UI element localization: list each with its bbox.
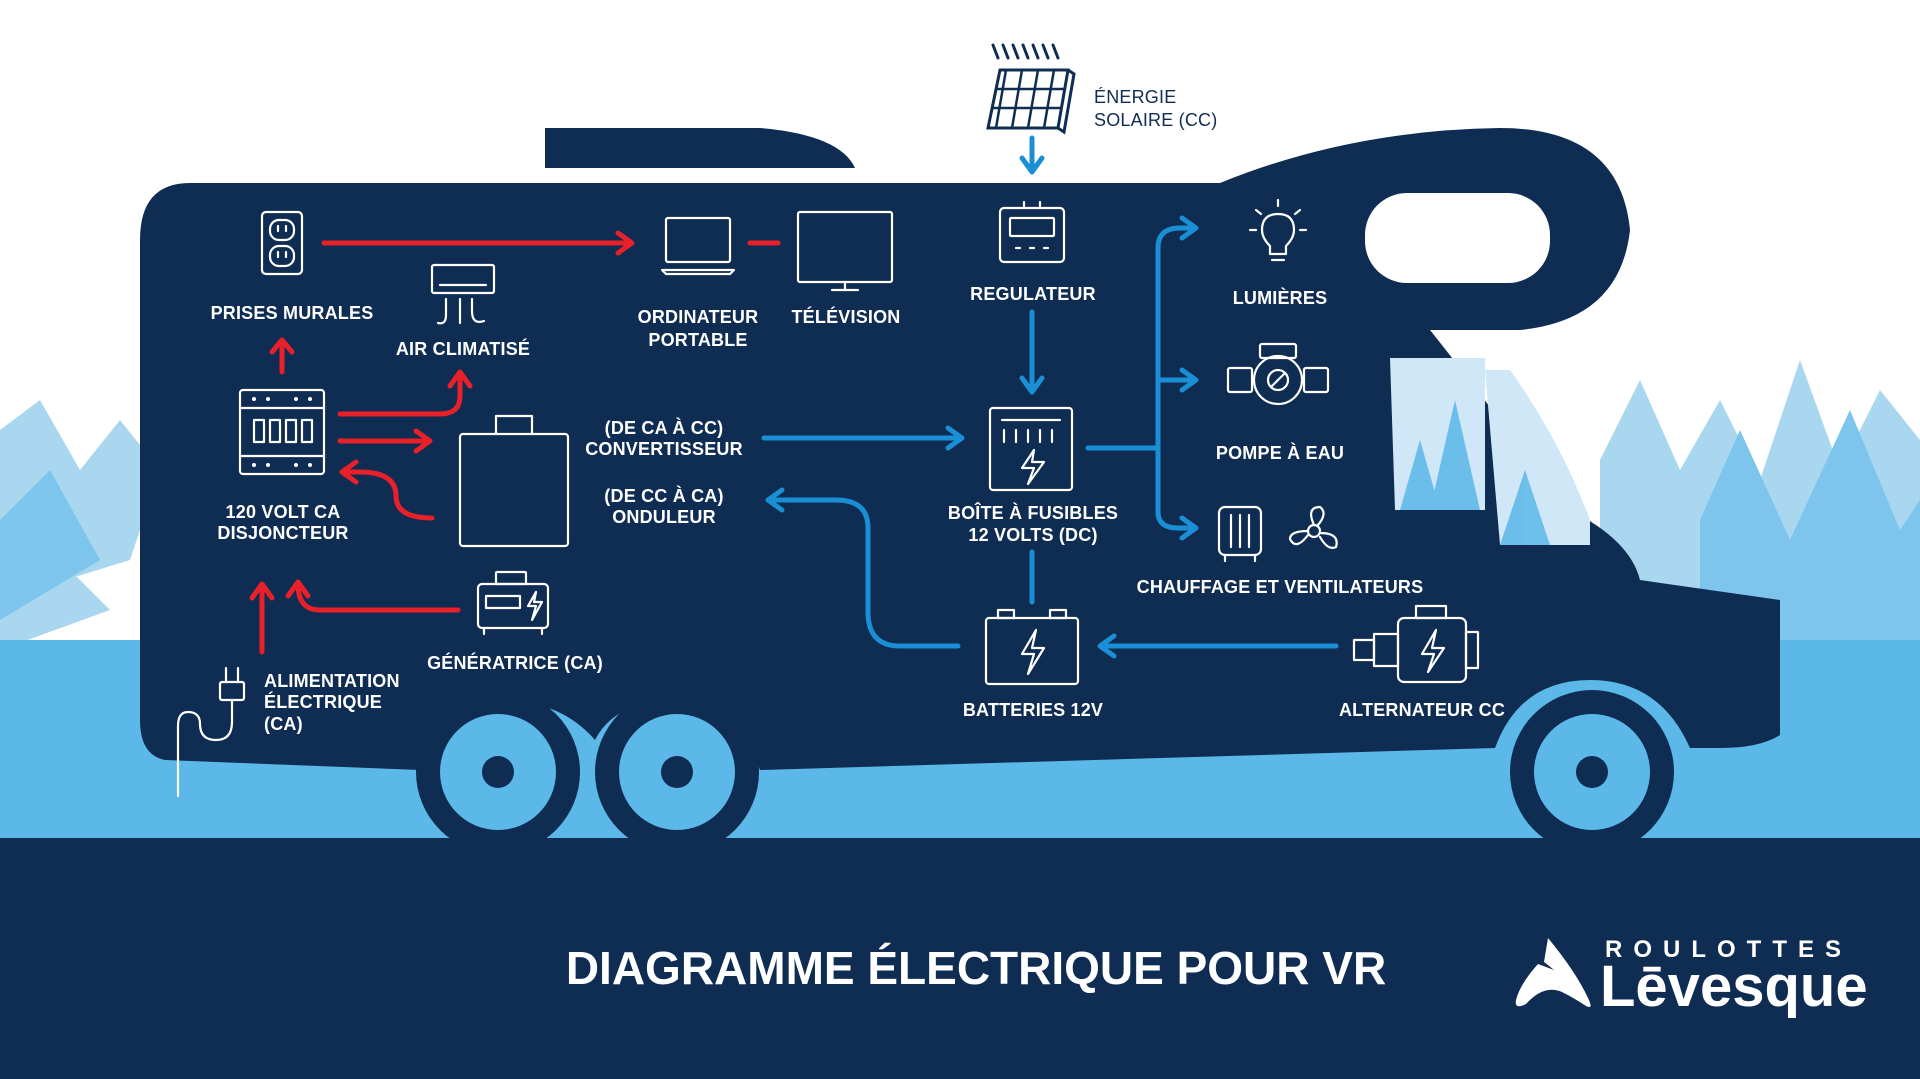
fuse-box-icon — [988, 406, 1074, 492]
laptop-label-2: PORTABLE — [648, 330, 747, 350]
shore-label-2: ÉLECTRIQUE — [264, 691, 382, 712]
brand-logo: ROULOTTES Lēvesque — [1515, 936, 1868, 1019]
footer-band — [0, 838, 1920, 1079]
inverter-label-1: (DE CC À CA) — [604, 485, 723, 506]
rv-front-window — [1485, 370, 1590, 545]
battery-icon — [984, 608, 1080, 686]
brand-top-text: ROULOTTES — [1605, 936, 1852, 963]
fusebox-label-1: BOÎTE À FUSIBLES — [948, 502, 1118, 523]
pump-label: POMPE À EAU — [1216, 442, 1344, 463]
inverter-label-2: ONDULEUR — [612, 507, 716, 527]
generator-icon — [476, 570, 550, 636]
alternator-label: ALTERNATEUR CC — [1339, 700, 1505, 720]
tv-label: TÉLÉVISION — [791, 306, 900, 327]
ac-label: AIR CLIMATISÉ — [396, 338, 530, 359]
regulator-label: REGULATEUR — [970, 284, 1096, 304]
generator-label: GÉNÉRATRICE (CA) — [427, 652, 603, 673]
television-icon — [796, 210, 894, 292]
page-title: DIAGRAMME ÉLECTRIQUE POUR VR — [566, 942, 1386, 994]
solar-label-2: SOLAIRE (CC) — [1094, 110, 1217, 130]
brand-name-text: Lēvesque — [1600, 954, 1868, 1019]
rv-roof-pod — [545, 128, 855, 168]
brand-logo-icon — [1515, 938, 1591, 1007]
breaker-icon — [238, 388, 326, 476]
converter-label-2: CONVERTISSEUR — [585, 439, 743, 459]
water-pump-icon — [1226, 342, 1330, 406]
outlets-label: PRISES MURALES — [211, 303, 374, 323]
rv-body — [140, 128, 1780, 770]
laptop-label-1: ORDINATEUR — [638, 307, 759, 327]
fan-icon — [1288, 505, 1338, 549]
rv-cab-window — [1365, 193, 1550, 283]
shore-label-3: (CA) — [264, 714, 303, 734]
heating-label: CHAUFFAGE ET VENTILATEURS — [1137, 577, 1424, 597]
rv-wheels — [416, 690, 1674, 854]
breaker-label-2: DISJONCTEUR — [217, 523, 348, 543]
converter-box-icon — [458, 414, 570, 548]
wall-outlet-icon — [260, 210, 304, 276]
alternator-icon — [1352, 604, 1480, 684]
dc-lines — [761, 135, 1339, 659]
shore-label-1: ALIMENTATION — [264, 671, 400, 691]
heater-icon — [1217, 505, 1263, 563]
breaker-label-1: 120 VOLT CA — [226, 502, 341, 522]
regulator-icon — [998, 200, 1066, 264]
solar-label-1: ÉNERGIE — [1094, 87, 1176, 107]
converter-label-1: (DE CA À CC) — [605, 417, 724, 438]
solar-panel-icon — [986, 43, 1076, 135]
lights-label: LUMIÈRES — [1233, 287, 1328, 308]
plug-icon — [176, 666, 246, 798]
laptop-icon — [660, 216, 736, 276]
window-tree-reflections — [1400, 400, 1550, 545]
labels: ÉNERGIE SOLAIRE (CC) PRISES MURALES AIR … — [211, 87, 1505, 734]
light-bulb-icon — [1248, 198, 1308, 262]
forest-background-dark — [0, 410, 1920, 650]
battery-label: BATTERIES 12V — [963, 700, 1103, 720]
air-conditioner-icon — [430, 263, 496, 325]
ac-lines — [249, 230, 781, 655]
fusebox-label-2: 12 VOLTS (DC) — [968, 525, 1097, 545]
